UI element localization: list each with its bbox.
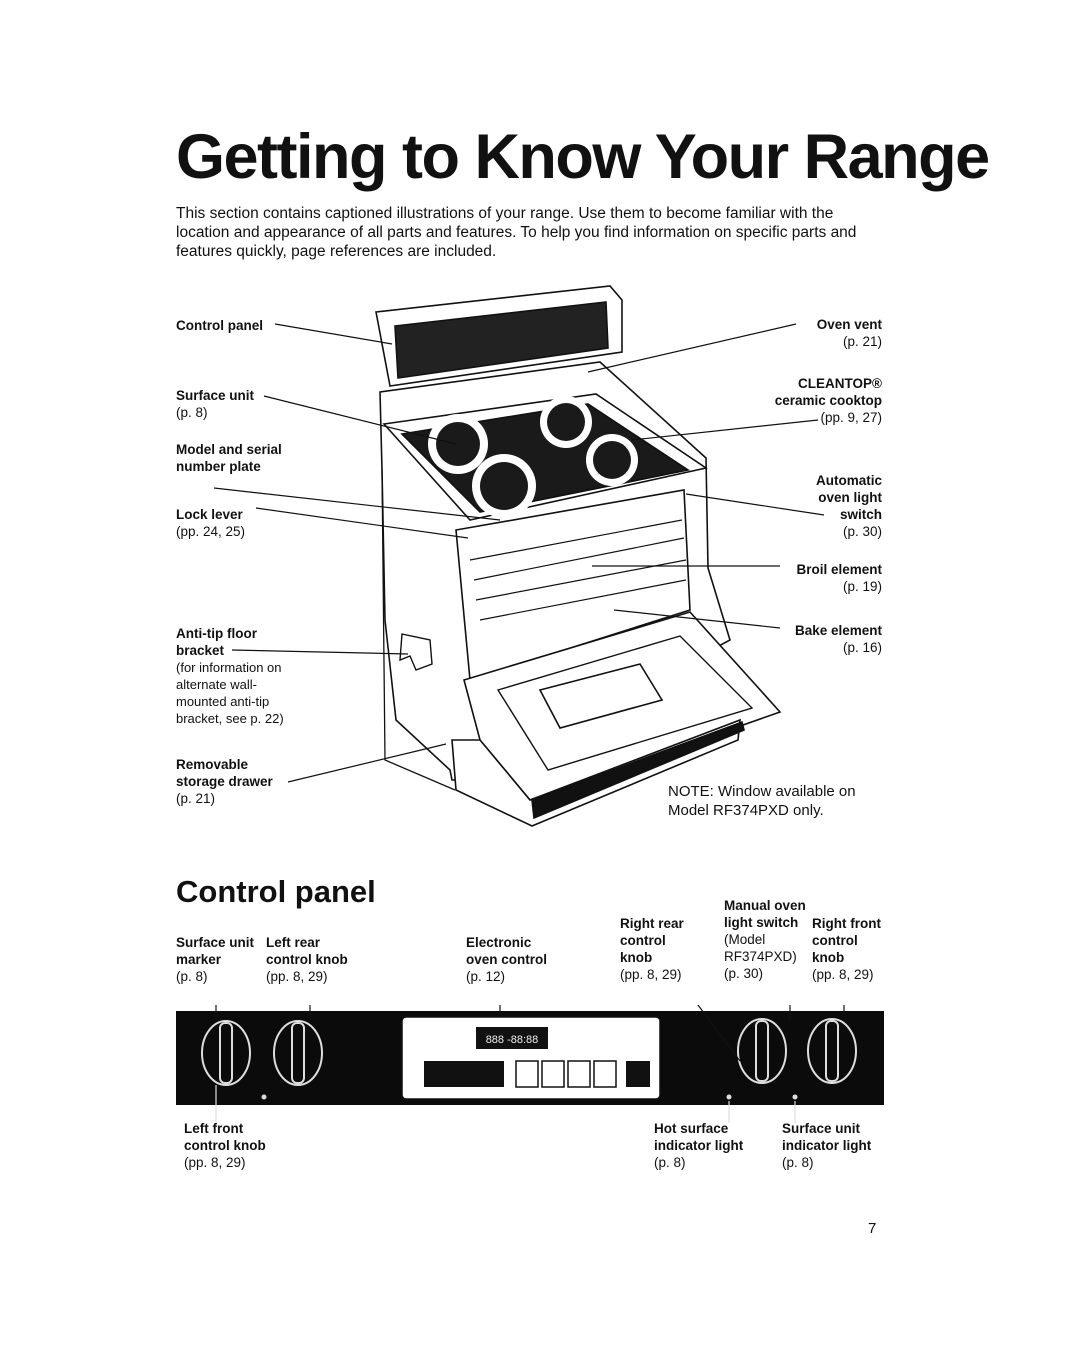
label-broil-element: Broil element(p. 19) [796, 562, 882, 594]
label-surface-unit-marker: Surface unit marker(p. 8) [176, 935, 255, 984]
range-illustration [213, 285, 825, 827]
label-electronic-oven-control: Electronic oven control(p. 12) [466, 935, 548, 984]
window-note: NOTE: Window available on Model RF374PXD… [668, 783, 856, 819]
label-hot-surface-light: Hot surface indicator light(p. 8) [654, 1121, 744, 1170]
label-manual-light-switch: Manual oven light switch(Model RF374PXD)… [724, 898, 806, 981]
label-right-front-knob: Right front control knob(pp. 8, 29) [812, 916, 881, 982]
control-panel-illustration: 888 -88:88 [176, 1005, 884, 1123]
label-lock-lever: Lock lever(pp. 24, 25) [176, 507, 246, 539]
label-model-serial-plate: Model and serial number plate [176, 442, 282, 474]
label-surface-unit-indicator: Surface unit indicator light(p. 8) [782, 1121, 872, 1170]
oven-display: 888 -88:88 [486, 1034, 539, 1046]
label-oven-vent: Oven vent(p. 21) [816, 317, 882, 349]
label-cleantop-cooktop: CLEANTOP® ceramic cooktop(pp. 9, 27) [774, 376, 882, 425]
page-title: Getting to Know Your Range [176, 122, 990, 192]
label-control-panel: Control panel [176, 318, 263, 333]
control-panel-heading: Control panel [176, 874, 376, 909]
label-surface-unit: Surface unit(p. 8) [176, 388, 255, 420]
label-oven-light-switch: Automatic oven light switch(p. 30) [815, 473, 882, 539]
intro-paragraph: This section contains captioned illustra… [176, 205, 857, 260]
label-bake-element: Bake element(p. 16) [794, 623, 882, 655]
label-left-front-knob: Left front control knob(pp. 8, 29) [184, 1121, 266, 1170]
page-number: 7 [868, 1220, 877, 1237]
label-storage-drawer: Removable storage drawer(p. 21) [176, 757, 273, 806]
label-left-rear-knob: Left rear control knob(pp. 8, 29) [266, 935, 348, 984]
label-anti-tip-bracket: Anti-tip floor bracket(for information o… [176, 626, 284, 726]
label-right-rear-knob: Right rear control knob(pp. 8, 29) [620, 916, 684, 982]
